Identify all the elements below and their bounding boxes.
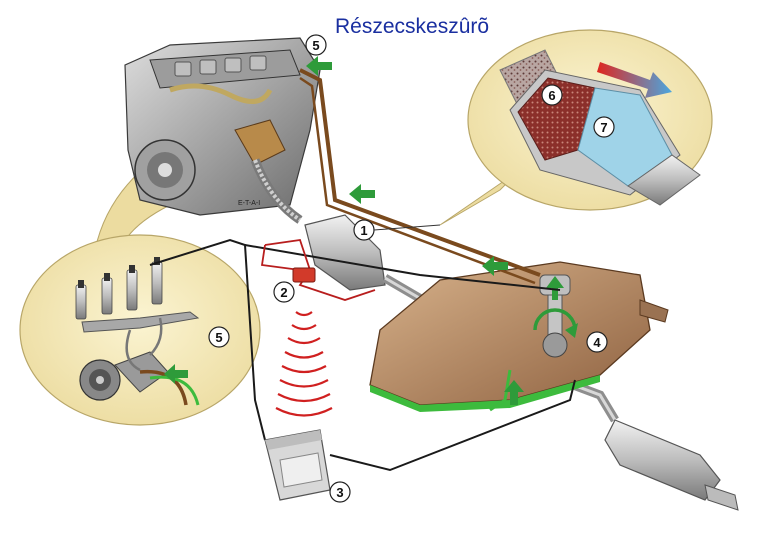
gas-flow-arrow-icon xyxy=(597,62,672,98)
callout-7-marker xyxy=(593,116,615,138)
callout-5-bubble-marker xyxy=(208,326,230,348)
watermark: E-T-A-I xyxy=(238,200,260,207)
callout-3-marker xyxy=(329,481,351,503)
engine: E-T-A-I xyxy=(124,37,321,216)
callout-5-top: 5 xyxy=(312,38,319,53)
callout-3: 3 xyxy=(336,485,343,500)
flow-arrow-3-icon xyxy=(482,256,508,276)
diagram-title: Részecskeszûrõ xyxy=(335,15,489,38)
fuel-tank xyxy=(369,261,669,412)
callout-7: 7 xyxy=(600,120,607,135)
callout-6-marker xyxy=(541,84,563,106)
particle-filter-body xyxy=(304,214,386,291)
fuel-lines xyxy=(299,56,541,412)
callout-4: 4 xyxy=(593,335,601,350)
pressure-sensor xyxy=(292,267,316,283)
flow-arrow-4-icon xyxy=(504,380,524,405)
callout-2-marker xyxy=(273,281,295,303)
radio-waves xyxy=(275,311,333,417)
flow-arrow-bubble-icon xyxy=(164,364,188,384)
injector-zoom-bubble xyxy=(19,139,261,426)
callout-6: 6 xyxy=(548,88,555,103)
flow-arrow-1-icon xyxy=(306,56,332,76)
callouts: 1 2 3 4 5 5 xyxy=(208,34,608,503)
rotation-arrow-icon xyxy=(533,308,577,331)
callout-1: 1 xyxy=(360,223,367,238)
callout-4-marker xyxy=(586,331,608,353)
callout-5-bubble: 5 xyxy=(215,330,222,345)
flow-arrow-2-icon xyxy=(349,184,375,204)
callout-2: 2 xyxy=(280,285,287,300)
callout-5-top-marker xyxy=(305,34,327,56)
fuel-rail xyxy=(81,311,200,333)
filter-zoom-bubble: 6 7 xyxy=(439,29,713,226)
muffler xyxy=(604,419,721,501)
ecu-module xyxy=(264,429,331,501)
up-arrow-icon xyxy=(546,276,564,300)
